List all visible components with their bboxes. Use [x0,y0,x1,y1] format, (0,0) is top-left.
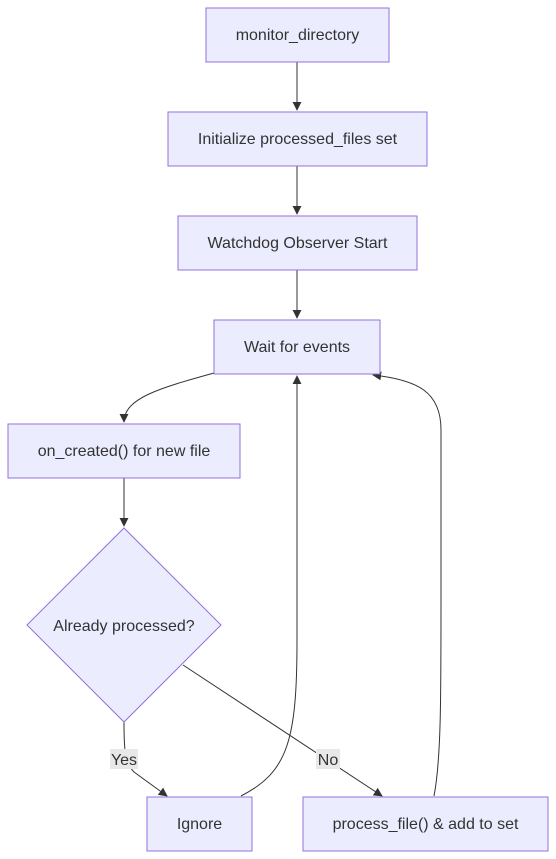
edge-label-yes-text: Yes [111,752,137,769]
node-monitor-directory: monitor_directory [205,7,390,63]
node-already-processed-label: Already processed? [53,618,195,635]
node-already-processed-decision: Already processed? [26,527,222,723]
node-monitor-directory-label: monitor_directory [236,27,360,44]
node-watchdog-observer-start: Watchdog Observer Start [177,215,418,271]
node-initialize-processed-files-label: Initialize processed_files set [198,131,398,148]
node-on-created-label: on_created() for new file [38,443,211,460]
edge-label-no: No [316,749,340,769]
edge-wait-to-on-created [119,372,215,423]
node-process-file-label: process_file() & add to set [333,816,519,833]
node-wait-for-events: Wait for events [213,319,381,375]
node-wait-for-events-label: Wait for events [244,339,350,356]
node-process-file: process_file() & add to set [302,796,549,852]
edge-label-yes: Yes [110,749,138,769]
edge-decision-no-to-process [182,664,383,797]
edge-ignore-to-wait [240,375,302,797]
edge-process-to-wait [372,371,442,797]
node-initialize-processed-files: Initialize processed_files set [167,111,428,167]
node-ignore: Ignore [146,796,253,852]
edge-label-no-text: No [318,752,339,769]
node-ignore-label: Ignore [177,816,222,833]
node-on-created: on_created() for new file [7,423,241,479]
node-watchdog-observer-start-label: Watchdog Observer Start [208,235,388,252]
